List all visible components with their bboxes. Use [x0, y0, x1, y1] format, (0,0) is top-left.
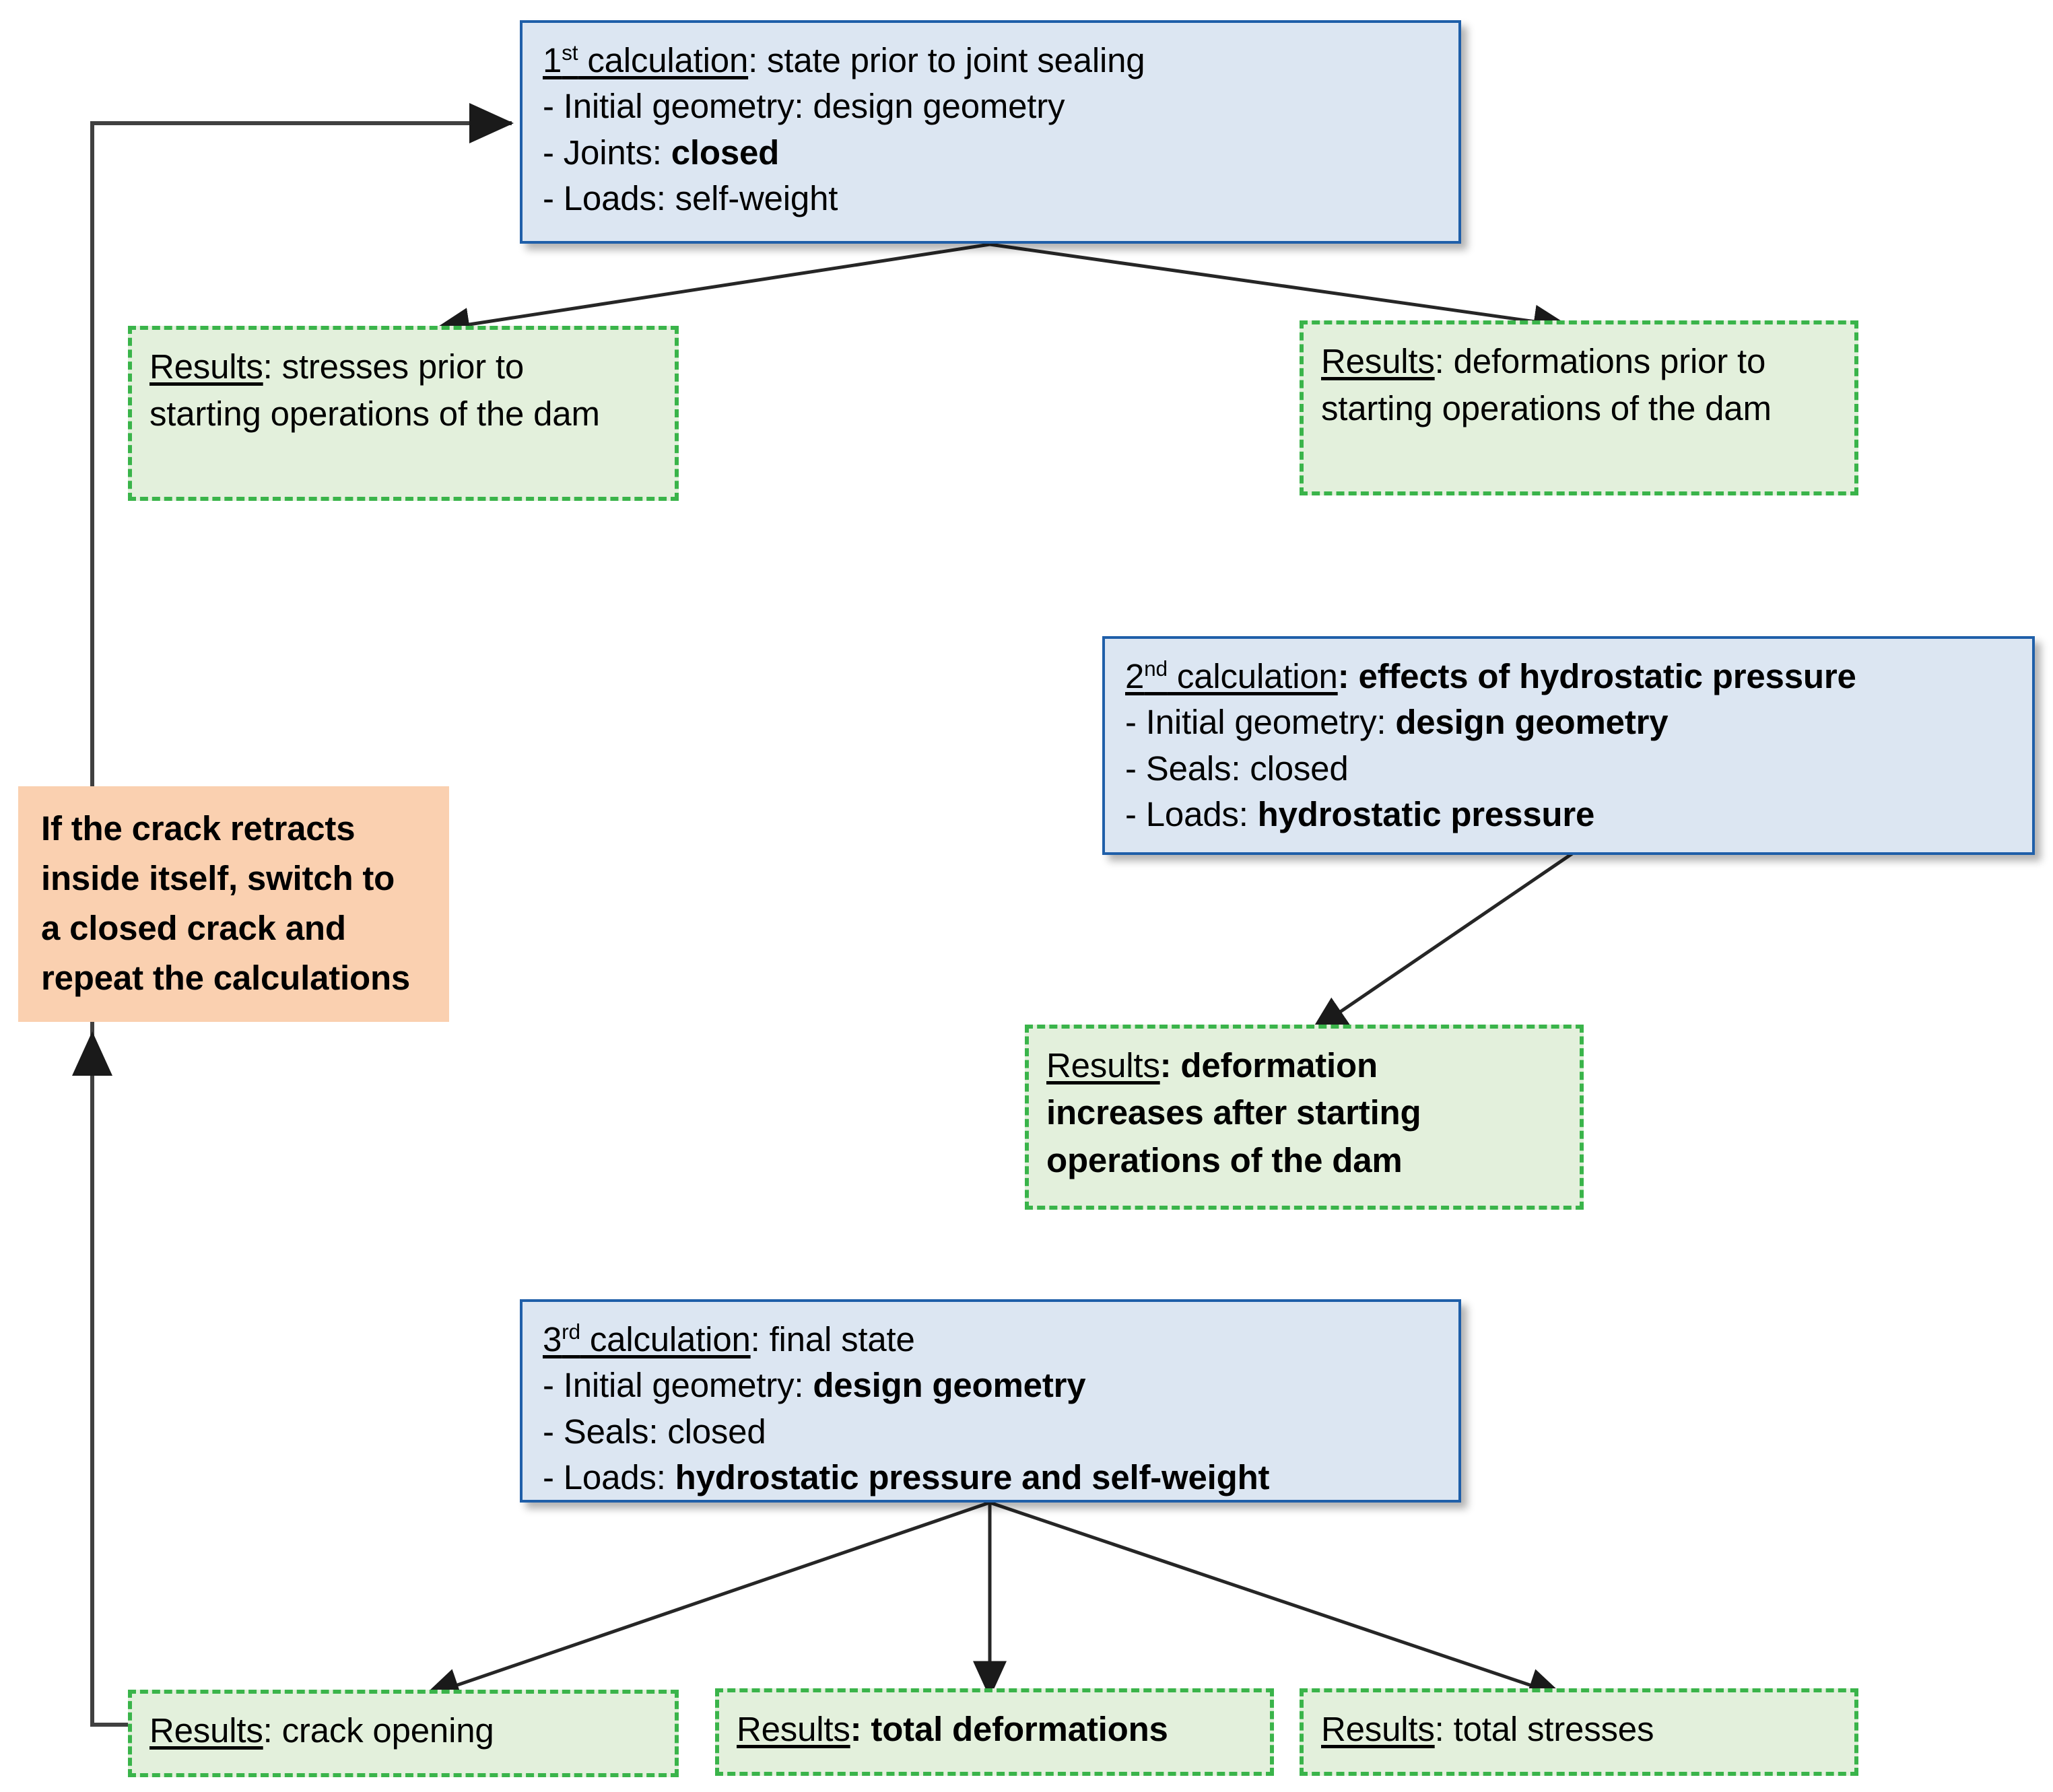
result-deformation-increase-line3: operations of the dam	[1046, 1140, 1403, 1179]
result-crack-opening-line1: Results: crack opening	[149, 1711, 494, 1750]
calc3-bullet-3: - Loads: hydrostatic pressure and self-w…	[543, 1457, 1270, 1496]
calc2-bullet-3: - Loads: hydrostatic pressure	[1125, 794, 1595, 833]
edge-calc3-to-total-stresses	[989, 1501, 1566, 1701]
result-deformations-prior-line1: Results: deformations prior to	[1321, 342, 1766, 380]
calc3-bullet-2: - Seals: closed	[543, 1412, 766, 1451]
result-total-stresses-line1: Results: total stresses	[1321, 1710, 1654, 1748]
calc1-bullet-1: - Initial geometry: design geometry	[543, 87, 1065, 126]
result-box-stresses-prior[interactable]: Results: stresses prior to starting oper…	[128, 326, 679, 501]
note-line-1: If the crack retracts	[41, 809, 356, 848]
result-box-total-stresses[interactable]: Results: total stresses	[1300, 1688, 1858, 1776]
result-box-deformations-prior[interactable]: Results: deformations prior to starting …	[1300, 320, 1858, 495]
calc-box-1[interactable]: 1st calculation: state prior to joint se…	[520, 20, 1461, 244]
note-line-3: a closed crack and	[41, 908, 346, 947]
calc3-bullet-1: - Initial geometry: design geometry	[543, 1366, 1086, 1405]
calc2-bullet-1: - Initial geometry: design geometry	[1125, 703, 1669, 742]
result-deformations-prior-line2: starting operations of the dam	[1321, 389, 1772, 428]
edge-calc2-to-deformation-increase	[1310, 852, 1574, 1033]
result-stresses-prior-line2: starting operations of the dam	[149, 394, 600, 434]
calc-box-2[interactable]: 2nd calculation: effects of hydrostatic …	[1102, 636, 2035, 855]
calc1-heading: 1st calculation: state prior to joint se…	[543, 40, 1145, 79]
result-stresses-prior-line1: Results: stresses prior to	[149, 347, 524, 386]
calc3-heading: 3rd calculation: final state	[543, 1319, 915, 1358]
calc2-bullet-2: - Seals: closed	[1125, 749, 1349, 788]
calc2-heading: 2nd calculation: effects of hydrostatic …	[1125, 656, 1856, 695]
note-line-2: inside itself, switch to	[41, 858, 395, 897]
result-total-deformations-line1: Results: total deformations	[737, 1710, 1168, 1748]
calc1-bullet-2: - Joints: closed	[543, 133, 780, 172]
calc1-bullet-3: - Loads: self-weight	[543, 178, 838, 217]
result-box-total-deformations[interactable]: Results: total deformations	[715, 1688, 1274, 1776]
result-deformation-increase-line1: Results: deformation	[1046, 1046, 1378, 1084]
edge-calc3-to-crack-opening	[422, 1501, 990, 1701]
note-line-4: repeat the calculations	[41, 958, 411, 997]
result-box-deformation-increase[interactable]: Results: deformation increases after sta…	[1025, 1025, 1584, 1210]
edge-calc1-to-deformations	[989, 242, 1571, 339]
result-deformation-increase-line2: increases after starting	[1046, 1093, 1421, 1132]
note-box-crack-retract[interactable]: If the crack retracts inside itself, swi…	[18, 786, 449, 1022]
calc-box-3[interactable]: 3rd calculation: final state - Initial g…	[520, 1299, 1461, 1503]
edge-calc1-to-stresses	[432, 242, 990, 341]
result-box-crack-opening[interactable]: Results: crack opening	[128, 1690, 679, 1777]
